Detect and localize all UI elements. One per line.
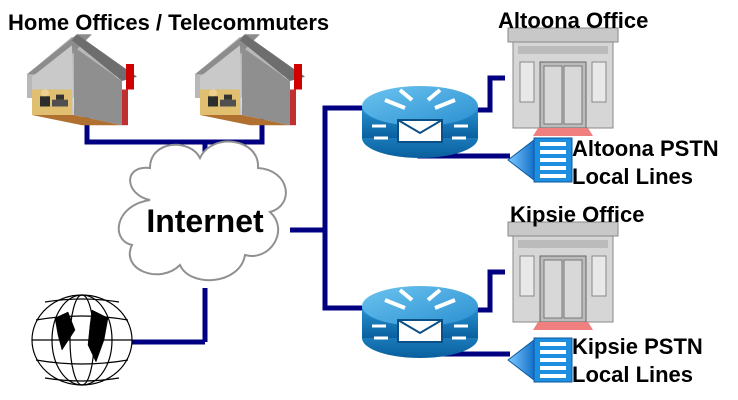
altoona-office-label: Altoona Office (498, 8, 648, 33)
link-core-trunk (322, 105, 368, 311)
link-router2-kipsie (478, 269, 505, 313)
router-icon (360, 284, 480, 360)
globe-icon (31, 294, 133, 386)
kipsie-local-lines-label: Local Lines (572, 362, 693, 387)
altoona-pstn-label: Altoona PSTN (572, 136, 719, 161)
kipsie-office-label: Kipsie Office (510, 202, 644, 227)
cloud-icon: Internet (117, 140, 287, 282)
link-router1-altoona (478, 75, 505, 113)
pstn-phone-icon (507, 137, 573, 183)
router-icon (360, 84, 480, 160)
house-icon (27, 34, 137, 126)
office-building-icon (507, 27, 619, 137)
kipsie-pstn-label: Kipsie PSTN (572, 334, 703, 359)
house-icon (195, 34, 305, 126)
pstn-phone-icon (507, 337, 573, 383)
internet-label: Internet (146, 203, 264, 239)
home-offices-label: Home Offices / Telecommuters (8, 10, 329, 35)
altoona-local-lines-label: Local Lines (572, 164, 693, 189)
office-building-icon (507, 221, 619, 331)
